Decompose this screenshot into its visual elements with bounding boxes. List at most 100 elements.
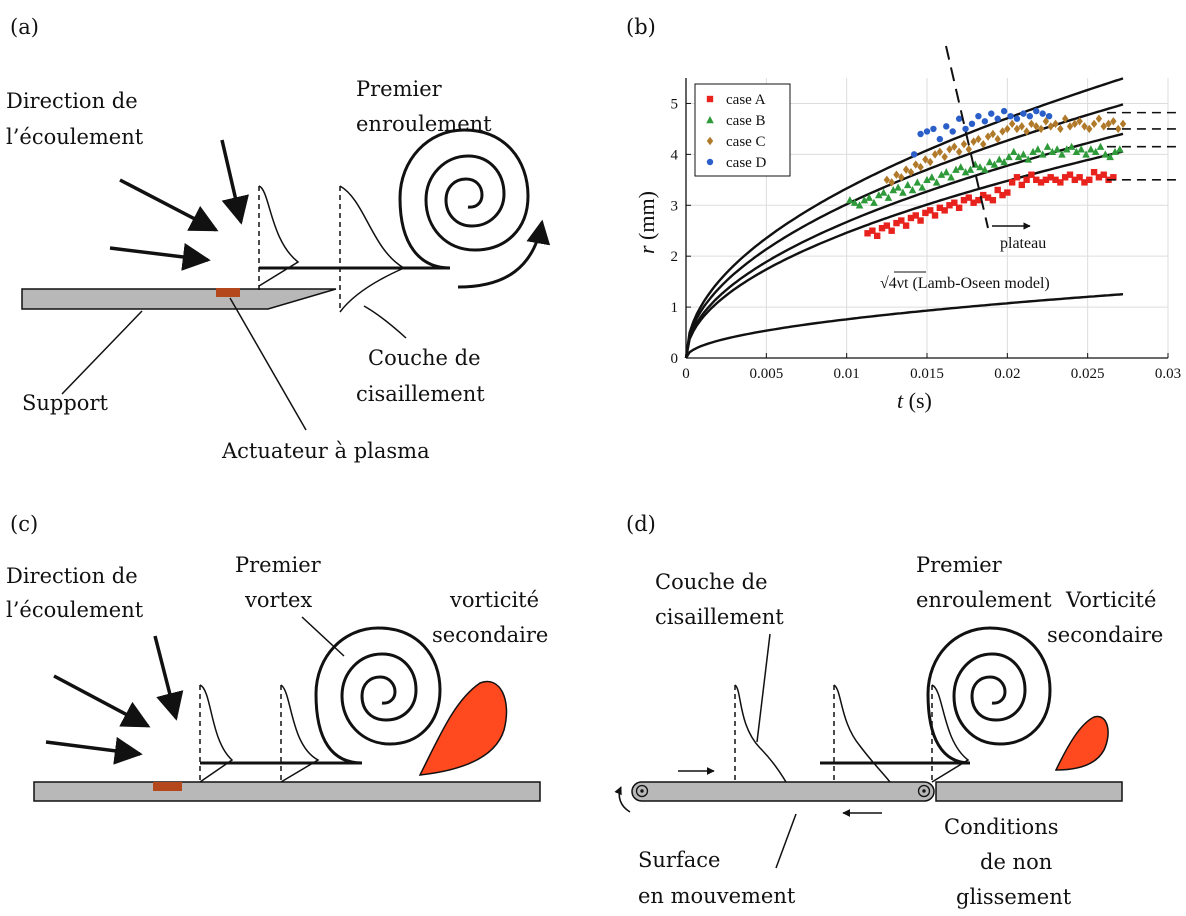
data-point — [1096, 142, 1105, 150]
data-point — [970, 199, 977, 206]
panel-a-tag: (a) — [10, 15, 39, 39]
data-point — [893, 170, 900, 179]
moving-surface-label-line2: en mouvement — [638, 884, 796, 908]
data-point — [883, 222, 891, 229]
data-point — [1110, 174, 1117, 181]
panel-c: (c) Direction de l’écoulement Premier vo… — [6, 512, 548, 802]
data-point — [1101, 150, 1110, 158]
data-point — [917, 130, 924, 138]
flow-arrows — [45, 635, 184, 765]
data-point — [1033, 122, 1040, 131]
data-point — [902, 222, 910, 229]
data-point — [951, 199, 958, 206]
data-point — [878, 224, 886, 232]
rollup-spiral — [926, 626, 1052, 765]
data-point — [1082, 150, 1090, 158]
data-point — [903, 180, 912, 189]
fixed-wall-plate — [935, 781, 1123, 802]
data-point — [864, 230, 871, 237]
data-point — [1067, 142, 1076, 150]
data-point — [930, 125, 937, 133]
data-point — [1000, 107, 1008, 115]
data-point — [975, 134, 982, 144]
flow-arrow — [119, 178, 219, 232]
data-point — [984, 132, 992, 141]
fit-curve — [684, 77, 1124, 359]
data-point — [1062, 145, 1071, 153]
data-point — [966, 165, 975, 173]
data-point — [936, 204, 944, 212]
data-point — [860, 196, 869, 204]
plasma-actuator — [216, 288, 240, 297]
data-point — [1076, 174, 1083, 181]
data-point — [975, 196, 982, 204]
data-point — [1053, 145, 1061, 153]
data-point — [1090, 119, 1098, 129]
first-rollup-label-line1: Premier — [916, 553, 1003, 577]
data-point — [960, 139, 968, 149]
data-point — [943, 123, 950, 130]
plasma-actuator — [153, 782, 182, 791]
data-point — [1037, 179, 1045, 186]
data-point — [941, 152, 948, 162]
data-point — [941, 207, 948, 214]
data-point — [1042, 117, 1050, 126]
secondary-vorticity-blob — [1054, 715, 1109, 771]
no-slip-label-line2: de non — [980, 850, 1052, 874]
data-point — [960, 196, 968, 204]
data-point — [1013, 115, 1021, 122]
flow-arrows — [109, 139, 249, 271]
data-point — [889, 186, 898, 194]
data-point — [1081, 179, 1088, 186]
data-point — [875, 191, 883, 199]
data-point — [888, 227, 895, 234]
data-point — [923, 128, 931, 135]
data-point — [984, 194, 992, 201]
data-point — [1076, 117, 1083, 126]
data-point — [995, 155, 1004, 163]
data-point — [910, 151, 918, 158]
data-point — [981, 118, 989, 125]
y-tick-label: 2 — [671, 249, 679, 265]
belt-rotation-arrow — [614, 786, 631, 813]
data-point — [1086, 124, 1093, 134]
y-tick-label: 5 — [671, 96, 679, 112]
data-point — [1029, 147, 1037, 156]
data-point — [706, 136, 714, 146]
data-point — [898, 173, 905, 182]
support-leader — [61, 310, 143, 395]
data-point — [1106, 152, 1114, 161]
data-point — [928, 173, 936, 181]
data-point — [1023, 176, 1030, 184]
data-point — [956, 163, 965, 171]
y-tick-label: 3 — [671, 198, 679, 214]
moving-belt — [631, 781, 935, 802]
support-plate — [21, 288, 337, 310]
data-point — [1013, 174, 1021, 181]
data-point — [922, 155, 929, 164]
data-point — [912, 160, 919, 169]
data-point — [1057, 179, 1064, 186]
flow-direction-label-line2: l’écoulement — [6, 598, 144, 622]
fit-curve — [684, 150, 1124, 359]
data-point — [1095, 114, 1103, 123]
data-point — [1057, 124, 1064, 134]
data-point — [1091, 147, 1100, 156]
data-point — [1100, 171, 1107, 178]
flow-arrow — [153, 635, 184, 721]
legend-entry: case C — [726, 134, 766, 150]
data-point — [1071, 119, 1079, 129]
data-point — [1081, 122, 1088, 131]
data-point — [961, 168, 970, 176]
data-point — [870, 198, 878, 206]
panel-a: (a) Direction de l’écoulement Premier en… — [6, 15, 551, 463]
data-point — [1087, 145, 1095, 153]
data-point — [942, 168, 951, 176]
data-point — [1008, 179, 1016, 186]
data-point — [1033, 176, 1040, 184]
data-point — [1007, 112, 1014, 120]
no-slip-label-line3: glissement — [956, 885, 1072, 909]
data-point — [1052, 119, 1059, 129]
actuator-label: Actuateur à plasma — [221, 439, 430, 463]
data-point — [1048, 147, 1057, 156]
